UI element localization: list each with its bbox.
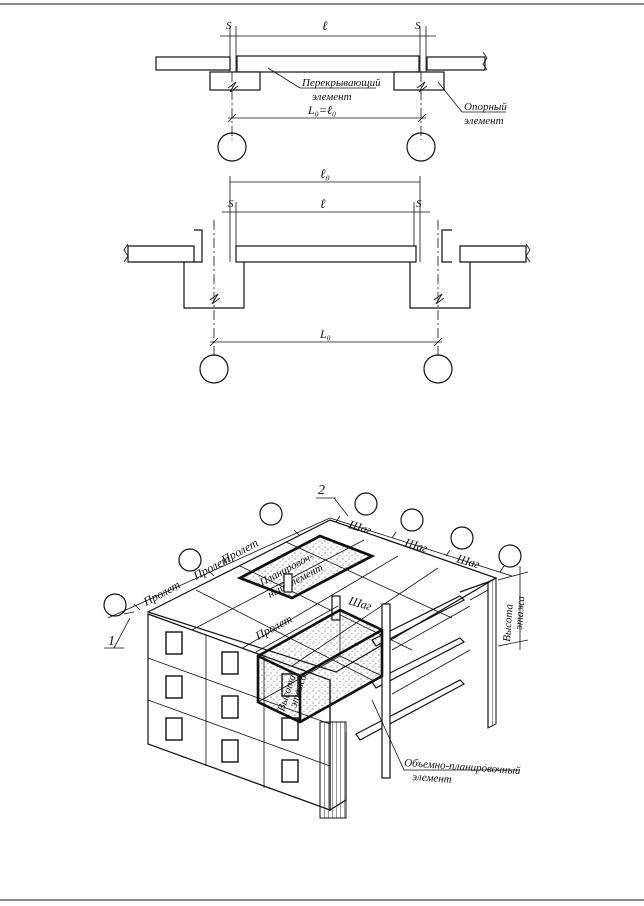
column (381, 603, 391, 779)
axis-bubble-a (103, 593, 127, 617)
middle-dim-s-right: S (416, 198, 422, 210)
axis-bubble-4 (498, 544, 522, 568)
step-label-1: Шаг (346, 517, 373, 537)
top-support-diagram: S ℓ S Перекрывающий элемент Опорный элем… (155, 18, 507, 162)
top-axis-bubble-left (217, 132, 247, 162)
axis-bubble-c (259, 502, 283, 526)
callout-2: 2 (318, 483, 325, 498)
top-axis-bubble-right (406, 132, 436, 162)
step-label-3: Шаг (454, 551, 481, 571)
end-wall-panel (319, 721, 347, 819)
right-end-wall (487, 577, 497, 729)
callout-1: 1 (108, 634, 115, 649)
middle-dim-l0: ℓ₀ (320, 166, 330, 181)
building-isometric: Планировоч- ный элемент (103, 483, 529, 819)
axis-bubble-b (178, 548, 202, 572)
span-label-3: Пролет (218, 535, 261, 567)
volumetric-label-2: элемент (412, 771, 452, 786)
middle-support-diagram: ℓ₀ S ℓ S L₀ (123, 166, 531, 384)
axis-bubble-3 (450, 526, 474, 550)
top-dim-s-left: S (226, 20, 232, 32)
top-dim-l: ℓ (322, 18, 328, 33)
middle-axis-bubble-right (423, 354, 453, 384)
axis-bubble-2 (400, 508, 424, 532)
top-dim-s-right: S (415, 20, 421, 32)
top-label-spanning-2: элемент (312, 91, 352, 103)
module-step-label: Шаг (346, 593, 373, 613)
top-dim-equation: L₀=ℓ₀ (307, 103, 336, 117)
middle-dim-s-left: S (228, 198, 234, 210)
floor-height-label-2: этажа (513, 595, 527, 630)
floor-height-label-1: Высота (501, 603, 516, 642)
middle-dim-l: ℓ (320, 196, 326, 211)
span-label-1: Пролет (140, 577, 183, 609)
top-label-spanning-1: Перекрывающий (301, 77, 381, 89)
top-label-support-1: Опорный (464, 101, 507, 113)
axis-bubble-1 (354, 492, 378, 516)
step-label-2: Шаг (402, 535, 429, 555)
top-label-support-2: элемент (464, 115, 504, 127)
middle-dim-L0: L₀ (319, 327, 331, 341)
middle-axis-bubble-left (199, 354, 229, 384)
